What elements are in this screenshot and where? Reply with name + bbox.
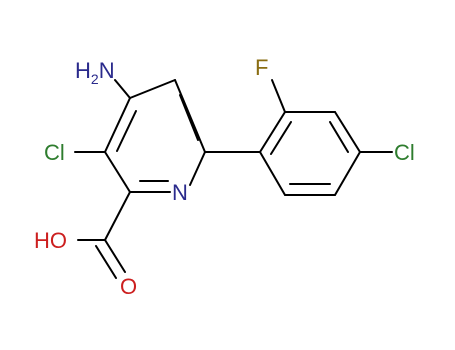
atom-labels: H2N N Cl F Cl HO O [34,55,415,299]
pyridine-nitrogen-label: N [172,180,188,205]
amino-group-label: H2N [75,58,115,87]
bond-c5-c6 [174,79,206,153]
bond-c3-c4-double [116,110,137,152]
bond-p6-p1 [259,151,286,196]
bond-p3-p4-double [329,121,349,153]
amino-h-label: H [75,58,91,83]
bond-c3-c4 [104,97,131,153]
bond-c2-c3 [104,151,131,193]
substituent-bonds [74,79,261,279]
fluorine-label: F [255,55,268,80]
amino-sub-label: 2 [91,71,99,87]
chlorine-right-label: Cl [394,140,415,165]
bond-c6-n [189,151,206,186]
bond-carboxyl-o [104,239,126,273]
bond-p3-p4 [334,111,361,153]
amino-n-label: N [99,58,115,83]
bond-c4-c5 [129,79,176,99]
bond-c4-nh2 [114,79,131,99]
bond-c2-carboxyl [104,191,131,241]
carbonyl-oxygen-label: O [120,274,137,299]
bond-p4-p5 [334,151,361,196]
pyridine-ring [104,79,206,193]
chlorine-left-label: Cl [44,140,65,165]
bond-c5-c6-double [179,94,199,141]
bond-carboxyl-o-double [95,245,117,279]
bond-p1-p2-double [270,121,292,155]
hydroxyl-label: HO [34,228,67,253]
bond-p1-p2 [259,111,286,153]
bond-p2-f [271,79,286,113]
phenyl-ring [259,79,393,196]
